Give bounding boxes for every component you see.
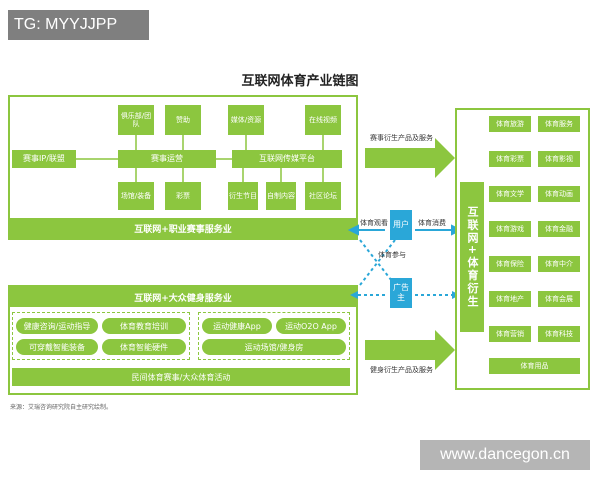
right-item: 体育营销 — [489, 326, 531, 342]
box-media-platform: 互联网传媒平台 — [232, 150, 342, 168]
right-item: 体育影视 — [538, 151, 580, 167]
label-fitness-derivatives: 健身衍生产品及服务 — [370, 366, 433, 374]
right-item: 体育科技 — [538, 326, 580, 342]
right-item: 体育旅游 — [489, 116, 531, 132]
right-item: 体育会展 — [538, 291, 580, 307]
box-club: 俱乐部/团队 — [118, 105, 154, 135]
right-item: 体育保险 — [489, 256, 531, 272]
folk-events-bar: 民间体育赛事/大众体育活动 — [12, 368, 350, 386]
box-wearable: 可穿戴智能装备 — [16, 339, 98, 355]
right-item-bottom: 体育用品 — [489, 358, 580, 374]
right-item: 体育彩票 — [489, 151, 531, 167]
source-note: 来源：艾瑞咨询研究院自主研究绘制。 — [10, 404, 113, 411]
derivatives-vbar: 互联网+体育衍生 — [460, 182, 484, 332]
box-lottery: 彩票 — [165, 182, 201, 210]
label-consume: 体育消费 — [418, 219, 446, 227]
box-media: 媒体/资源 — [228, 105, 264, 135]
box-user: 用户 — [390, 210, 412, 240]
box-event-ops: 赛事运营 — [118, 150, 216, 168]
diagram-title: 互联网体育产业链图 — [241, 74, 359, 89]
watermark-top: TG: MYYJJPP — [8, 10, 149, 40]
pro-events-bar: 互联网+职业赛事服务业 — [10, 218, 356, 238]
pro-events-connectors — [76, 135, 324, 182]
fitness-dash-left — [12, 312, 190, 360]
fitness-dash-right — [198, 312, 350, 360]
right-item: 体育地产 — [489, 291, 531, 307]
box-sports-education: 体育教育培训 — [102, 318, 186, 334]
box-gym: 运动场馆/健身房 — [202, 339, 346, 355]
right-item: 体育金融 — [538, 221, 580, 237]
fitness-bar: 互联网+大众健身服务业 — [10, 287, 356, 307]
box-advertiser: 广告主 — [390, 278, 412, 308]
right-item: 体育动画 — [538, 186, 580, 202]
middle-arrows — [347, 138, 463, 370]
label-event-derivatives: 赛事衍生产品及服务 — [370, 134, 433, 142]
box-derivative-program: 衍生节目 — [228, 182, 258, 210]
box-smart-hardware: 体育智能硬件 — [102, 339, 186, 355]
box-online-video: 在线视频 — [305, 105, 341, 135]
box-o2o-app: 运动O2O App — [276, 318, 346, 334]
right-item: 体育中介 — [538, 256, 580, 272]
right-item: 体育游戏 — [489, 221, 531, 237]
label-watch: 体育观看 — [360, 219, 388, 227]
box-self-content: 自制内容 — [266, 182, 296, 210]
right-item: 体育文学 — [489, 186, 531, 202]
right-item: 体育服务 — [538, 116, 580, 132]
label-participate: 体育参与 — [378, 251, 406, 259]
box-health-consult: 健康咨询/运动指导 — [16, 318, 98, 334]
box-event-ip: 赛事IP/联盟 — [12, 150, 76, 168]
box-community: 社区论坛 — [305, 182, 341, 210]
box-sponsor: 赞助 — [165, 105, 201, 135]
box-venue: 场馆/装备 — [118, 182, 154, 210]
box-health-app: 运动健康App — [202, 318, 272, 334]
watermark-bottom: www.dancegon.cn — [420, 440, 590, 470]
